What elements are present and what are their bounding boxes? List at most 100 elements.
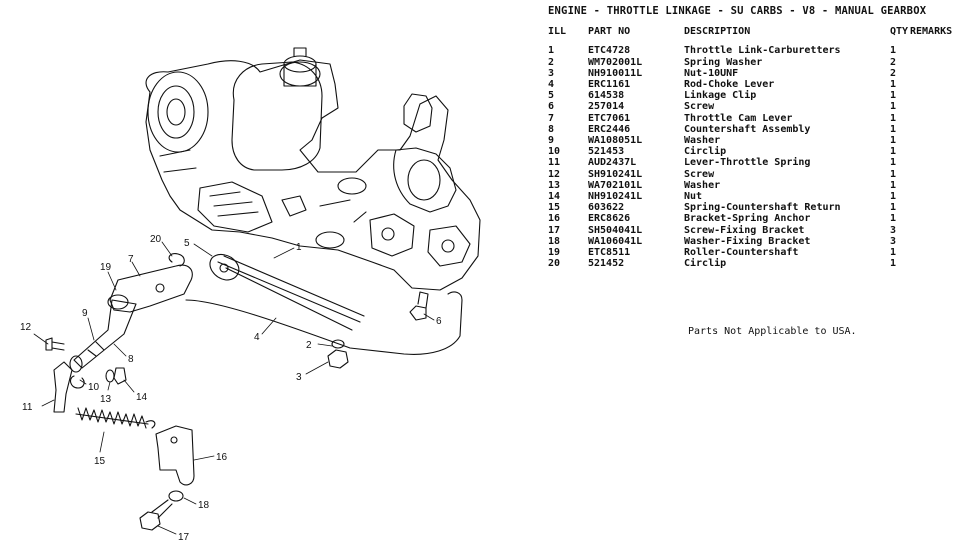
cell-remarks bbox=[910, 90, 952, 101]
cell-qty: 1 bbox=[890, 258, 897, 270]
callout-8: 8 bbox=[128, 354, 134, 365]
cell-description: Circlip bbox=[684, 146, 727, 158]
throttle-cam-lever bbox=[109, 264, 193, 313]
callout-4: 4 bbox=[254, 332, 260, 343]
cell-remarks bbox=[910, 45, 952, 56]
cell-part-no: 521452 bbox=[588, 258, 625, 270]
cell-qty: 2 bbox=[890, 67, 897, 79]
cell-qty: 3 bbox=[890, 224, 897, 236]
cell-part-no: ERC1161 bbox=[588, 79, 631, 91]
cell-qty: 1 bbox=[890, 213, 897, 225]
cell-ill: 18 bbox=[548, 235, 561, 247]
cell-description: Bracket-Spring Anchor bbox=[684, 213, 811, 225]
cell-remarks bbox=[910, 79, 952, 90]
cell-ill: 11 bbox=[548, 157, 561, 169]
callout-20: 20 bbox=[150, 234, 162, 245]
cell-remarks bbox=[910, 258, 952, 269]
linkage-clip bbox=[209, 253, 240, 281]
callout-18: 18 bbox=[198, 500, 210, 511]
callout-6: 6 bbox=[436, 316, 442, 327]
cell-part-no: ERC2446 bbox=[588, 123, 631, 135]
cell-ill: 3 bbox=[548, 67, 555, 79]
cell-qty: 1 bbox=[890, 202, 897, 214]
cell-remarks bbox=[910, 146, 952, 157]
column-description: DESCRIPTION bbox=[684, 26, 751, 38]
cell-part-no: AUD2437L bbox=[588, 157, 637, 169]
cell-part-no: 603622 bbox=[588, 202, 625, 214]
cell-ill: 2 bbox=[548, 56, 555, 68]
cell-description: Countershaft Assembly bbox=[684, 123, 811, 135]
screw-17 bbox=[139, 499, 173, 531]
cell-qty: 1 bbox=[890, 45, 897, 57]
column-ill: ILL bbox=[548, 26, 567, 38]
cell-description: Circlip bbox=[684, 258, 727, 270]
cell-description: Spring Washer bbox=[684, 56, 763, 68]
column-part-no: PART NO bbox=[588, 26, 631, 38]
cell-ill: 8 bbox=[548, 123, 555, 135]
cell-description: Roller-Countershaft bbox=[684, 247, 799, 259]
page-title: ENGINE - THROTTLE LINKAGE - SU CARBS - V… bbox=[548, 5, 927, 17]
cell-description: Washer-Fixing Bracket bbox=[684, 235, 811, 247]
callout-7: 7 bbox=[128, 254, 134, 265]
callout-5: 5 bbox=[184, 238, 190, 249]
cell-ill: 13 bbox=[548, 179, 561, 191]
cell-ill: 6 bbox=[548, 101, 555, 113]
cell-description: Throttle Link-Carburetters bbox=[684, 45, 841, 57]
cell-part-no: WA108051L bbox=[588, 135, 643, 147]
cell-ill: 12 bbox=[548, 168, 561, 180]
cell-qty: 1 bbox=[890, 157, 897, 169]
cell-ill: 16 bbox=[548, 213, 561, 225]
cell-qty: 1 bbox=[890, 146, 897, 158]
cell-remarks bbox=[910, 68, 952, 79]
cell-qty: 2 bbox=[890, 56, 897, 68]
cell-description: Linkage Clip bbox=[684, 90, 757, 102]
table-row: 2 WM702001L Spring Washer 2 bbox=[548, 57, 952, 68]
cell-part-no: NH910241L bbox=[588, 191, 643, 203]
callout-13: 13 bbox=[100, 394, 112, 405]
cell-ill: 19 bbox=[548, 247, 561, 259]
cell-qty: 1 bbox=[890, 90, 897, 102]
washer-13 bbox=[105, 369, 115, 383]
cell-remarks bbox=[910, 225, 952, 236]
cell-remarks bbox=[910, 202, 952, 213]
cell-ill: 4 bbox=[548, 79, 555, 91]
cell-part-no: WM702001L bbox=[588, 56, 643, 68]
cell-part-no: SH504041L bbox=[588, 224, 643, 236]
cell-part-no: 614538 bbox=[588, 90, 625, 102]
callout-12: 12 bbox=[20, 322, 32, 333]
cell-remarks bbox=[910, 113, 952, 124]
throttle-link-carburetters bbox=[217, 255, 365, 331]
callout-9: 9 bbox=[82, 308, 88, 319]
cell-qty: 1 bbox=[890, 79, 897, 91]
engine-block-illustration bbox=[145, 47, 481, 291]
callout-10: 10 bbox=[88, 382, 100, 393]
cell-qty: 1 bbox=[890, 135, 897, 147]
callout-2: 2 bbox=[306, 340, 312, 351]
cell-qty: 1 bbox=[890, 179, 897, 191]
callout-leader-lines bbox=[33, 241, 435, 535]
cell-part-no: ETC8511 bbox=[588, 247, 631, 259]
callout-11: 11 bbox=[22, 402, 33, 413]
lever-throttle-spring bbox=[53, 361, 73, 413]
cell-remarks bbox=[910, 236, 952, 247]
cell-remarks bbox=[910, 247, 952, 258]
exploded-view-diagram: 1 2 3 4 5 6 7 8 9 10 11 12 13 14 15 16 1… bbox=[20, 47, 481, 543]
cell-description: Washer bbox=[684, 135, 721, 147]
cell-part-no: ETC4728 bbox=[588, 45, 631, 57]
cell-ill: 14 bbox=[548, 191, 561, 203]
cell-description: Nut bbox=[684, 191, 703, 203]
cell-qty: 1 bbox=[890, 101, 897, 113]
cell-part-no: 257014 bbox=[588, 101, 625, 113]
cell-ill: 7 bbox=[548, 112, 555, 124]
usa-applicability-note: Parts Not Applicable to USA. bbox=[688, 326, 857, 337]
